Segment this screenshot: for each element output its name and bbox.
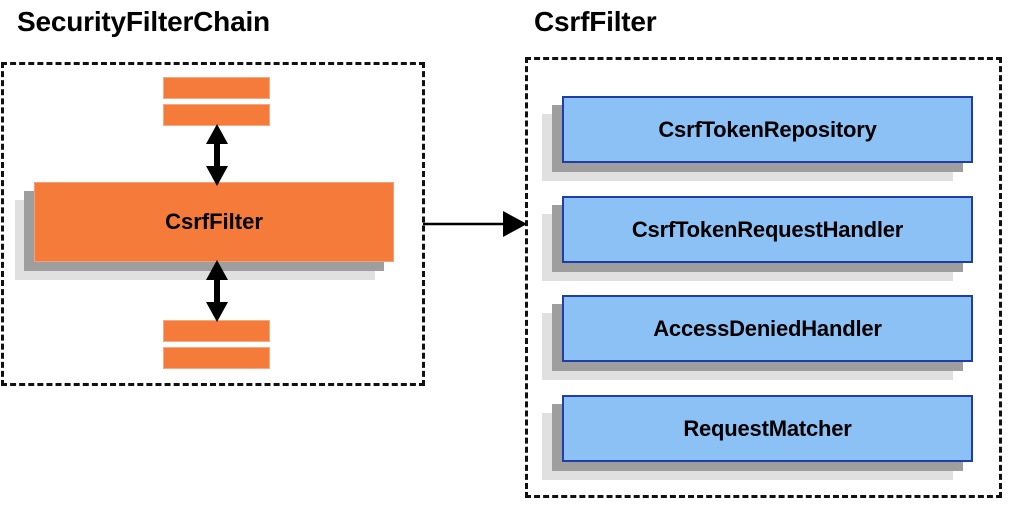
vertical-double-arrow-top xyxy=(206,124,228,186)
component-label-csrf-filter: CsrfFilter xyxy=(165,209,263,234)
component-label-csrf-token-request-handler: CsrfTokenRequestHandler xyxy=(631,216,904,242)
filter-placeholder-bar-bottom-2 xyxy=(163,347,270,369)
component-box-access-denied-handler[interactable]: AccessDeniedHandler xyxy=(562,295,973,362)
panel-title-csrf-filter: CsrfFilter xyxy=(534,6,657,37)
component-box-request-matcher[interactable]: RequestMatcher xyxy=(562,395,973,462)
filter-placeholder-bar-top-2 xyxy=(163,104,270,126)
component-label-csrf-token-repository: CsrfTokenRepository xyxy=(658,116,877,142)
filter-placeholder-bar-bottom-1 xyxy=(163,320,270,342)
connector-arrow-to-csrf-filter xyxy=(423,211,527,237)
vertical-double-arrow-bottom xyxy=(206,260,228,322)
component-box-csrf-token-request-handler[interactable]: CsrfTokenRequestHandler xyxy=(562,196,973,263)
component-label-request-matcher: RequestMatcher xyxy=(683,415,852,441)
component-label-access-denied-handler: AccessDeniedHandler xyxy=(653,315,882,341)
panel-title-security-filter-chain: SecurityFilterChain xyxy=(17,6,270,37)
panel-csrf-filter xyxy=(525,57,1002,498)
component-box-csrf-token-repository[interactable]: CsrfTokenRepository xyxy=(562,96,973,163)
component-box-csrf-filter[interactable]: CsrfFilter xyxy=(34,182,394,262)
filter-placeholder-bar-top-1 xyxy=(163,77,270,99)
